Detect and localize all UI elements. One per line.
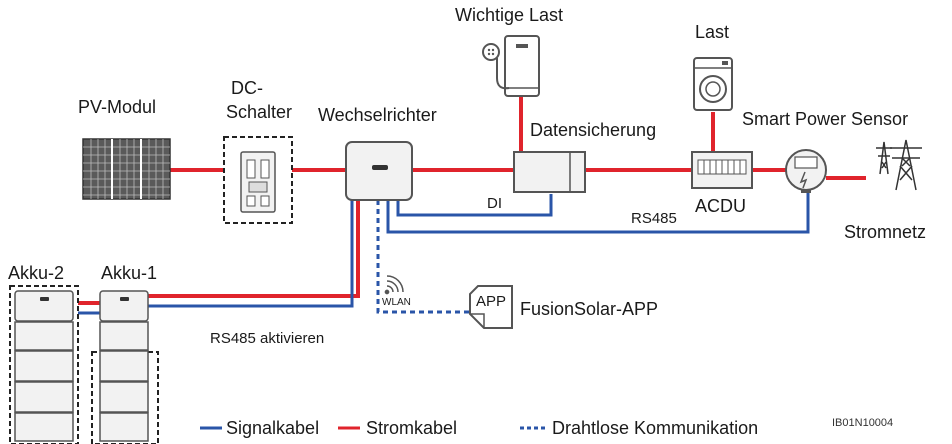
washing-machine-icon — [693, 57, 733, 111]
legend-wireless-label: Drahtlose Kommunikation — [552, 418, 758, 438]
battery-1-stack — [91, 290, 159, 444]
power-cable-inverter-battery — [148, 200, 360, 298]
battery-2-label: Akku-2 — [8, 263, 64, 283]
app-icon-label: APP — [476, 293, 506, 310]
backup-label: Datensicherung — [530, 120, 656, 140]
rs485-label: RS485 — [631, 210, 677, 227]
acdu-label: ACDU — [695, 196, 746, 216]
battery-2-stack — [9, 285, 79, 444]
legend: Signalkabel Stromkabel Drahtlose Kommuni… — [200, 418, 758, 438]
important-load-label: Wichtige Last — [455, 5, 563, 25]
smart-power-sensor — [785, 149, 827, 193]
signal-cable-battery — [148, 200, 354, 308]
inverter-label: Wechselrichter — [318, 105, 437, 125]
load-label: Last — [695, 22, 729, 42]
legend-signal-label: Signalkabel — [226, 418, 319, 438]
dc-switch — [223, 136, 293, 224]
signal-cable-di — [396, 194, 553, 217]
figure-code: IB01N10004 — [832, 417, 893, 429]
shower-head-icon — [482, 43, 510, 90]
signal-cable-rs485 — [386, 190, 810, 234]
wifi-icon — [384, 275, 404, 295]
inverter — [345, 141, 413, 201]
dc-switch-label-line1: DC- — [231, 78, 263, 98]
grid-tower-icon — [876, 139, 922, 191]
di-label: DI — [487, 195, 502, 212]
backup-box — [513, 151, 586, 193]
dc-switch-label-line2: Schalter — [226, 102, 292, 122]
battery-1-label: Akku-1 — [101, 263, 157, 283]
power-cables — [78, 96, 866, 305]
legend-power-label: Stromkabel — [366, 418, 457, 438]
rs485-enable-label: RS485 aktivieren — [210, 330, 324, 347]
app-icon: APP — [469, 285, 513, 329]
water-heater-icon — [504, 35, 540, 97]
signal-cables — [78, 190, 810, 315]
acdu — [691, 151, 753, 189]
wlan-label: WLAN — [382, 297, 411, 308]
pv-module — [82, 138, 171, 200]
smart-power-sensor-label: Smart Power Sensor — [742, 109, 908, 129]
pv-module-label: PV-Modul — [78, 97, 156, 117]
wireless-link — [376, 200, 470, 314]
fusionsolar-app-label: FusionSolar-APP — [520, 299, 658, 319]
grid-label: Stromnetz — [844, 222, 926, 242]
